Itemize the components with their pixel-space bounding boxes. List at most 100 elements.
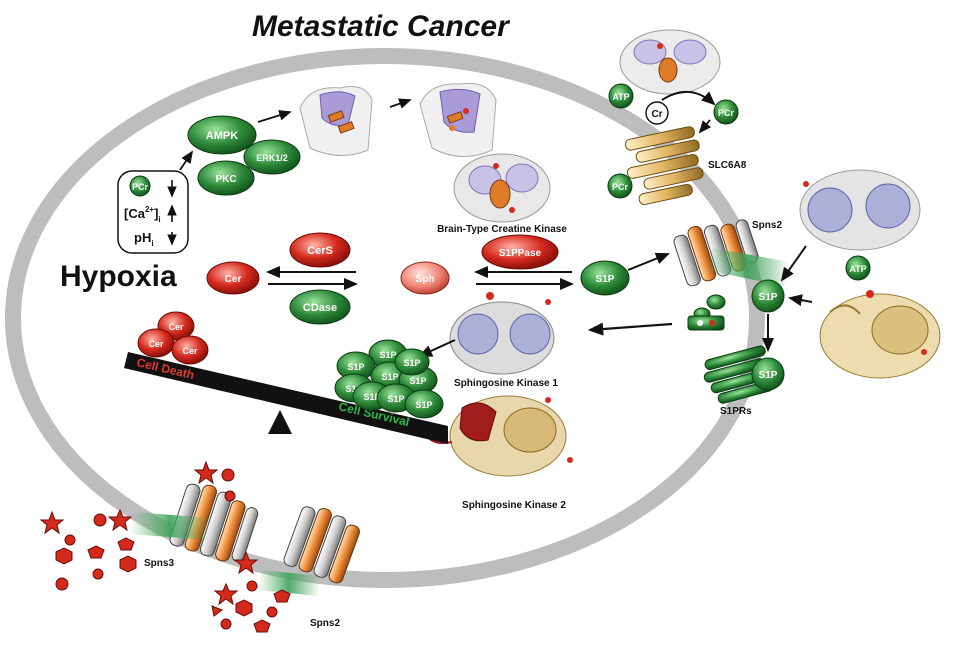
arrow-icon [780,245,807,282]
arrow-icon [389,98,412,109]
star-icon [39,510,65,535]
stress-pcr: PCr [132,182,149,192]
stress-calcium: [Ca2+]i [124,205,161,224]
cell-membrane [5,48,765,588]
cr-ball [645,101,669,125]
red-molecules-left [39,460,236,591]
cer-ball-label: Cer [148,339,164,349]
cer-ball-label: Cer [168,322,184,332]
spns2-bottom-label: Spns2 [310,618,340,629]
cer-ball-label: Cer [182,346,198,356]
s1p-ball-label: S1P [363,392,380,402]
s1p-ball-label: S1P [387,394,404,404]
atp-top-label: ATP [612,92,629,102]
cer-node [206,261,260,295]
hexagon-icon [55,547,73,565]
spns3-beam [130,512,210,540]
pcr-top-label: PCr [718,108,735,118]
arrow-icon [698,119,712,134]
pkc-node [197,160,255,196]
atp-ball-top [608,83,634,109]
atp-right-label: ATP [849,264,866,274]
arrow-icon [587,322,673,336]
erk-label: ERK1/2 [256,153,288,163]
s1prs-label: S1PRs [720,406,752,417]
pentagon-icon [273,589,291,603]
s1p-ball-label: S1P [379,350,396,360]
s1p-ball-label: S1P [347,362,364,372]
cers-node [289,232,351,268]
hexagon-icon [119,555,137,573]
pkc-label: PKC [215,174,236,185]
s1p-receptor-label: S1P [759,370,778,381]
sphk2-right-structure [819,290,941,379]
ckb-structure [453,153,551,223]
arrow-icon [627,252,670,271]
erk-node [243,139,301,175]
skull-icon [224,490,236,502]
s1p-ball-label: S1P [381,372,398,382]
ampk-structure-2 [419,82,497,158]
pentagon-icon [117,537,135,551]
arrow-icon [788,294,813,307]
s1p-node [580,260,630,296]
s1ppase-label: S1PPase [499,248,542,259]
s1p-middle-ball [751,279,785,313]
star-icon [213,582,239,606]
sphk1-label: Sphingosine Kinase 1 [454,378,558,389]
s1p-pile: S1P S1P S1P S1P S1P S1P S1P S1P S1P [334,339,444,419]
hexagon-icon [235,599,253,617]
spns2-bottom-transporter [283,506,360,584]
s1p-ball [404,389,444,419]
cer-ball [171,335,209,365]
sph-label: Sph [416,274,435,285]
s1p-ball-label: S1P [415,400,432,410]
balance-beam [124,352,448,444]
cer-pile: Cer Cer Cer [137,311,209,365]
sphk2-label: Sphingosine Kinase 2 [462,500,566,511]
skull-icon [93,513,107,527]
spns2-top-label: Spns2 [752,220,782,231]
sph-node [400,261,450,295]
signaling-cluster: AMPK ERK1/2 PKC [187,115,301,196]
s1p-ball [394,348,430,376]
cdase-node [289,289,351,325]
spns2-bottom-beam [258,570,320,596]
balance-fulcrum [268,410,292,434]
cer-label: Cer [225,274,242,285]
ampk-node [187,115,257,155]
sphk1-top-structure [799,169,921,251]
ampk-label: AMPK [206,130,238,142]
hypoxia-label: Hypoxia [60,260,177,293]
slc6a8-label: SLC6A8 [708,160,747,171]
cdase-label: CDase [303,302,337,314]
star-icon [233,550,259,575]
pentagon-icon [87,545,105,559]
ckb-top-structure [619,29,721,95]
triangle-icon [211,605,224,617]
s1p-ball-label: S1P [345,384,362,394]
arrow-icon [257,110,292,123]
slc6a8-transporter [625,126,704,206]
s1ppase-node [481,234,559,270]
pentagon-icon [253,619,271,633]
arrow-icon [418,339,456,357]
sphk1-structure [449,292,555,375]
pcr-ball-bottom [607,173,633,199]
star-icon [107,508,133,532]
pcr-ball-top [713,99,739,125]
s1p-ball-label: S1P [403,358,420,368]
ampk-structure-1 [299,86,373,156]
ckb-label: Brain-Type Creatine Kinase [437,224,567,235]
skull-icon [221,468,235,482]
s1p-label: S1P [596,274,615,285]
sphk2-structure [425,395,573,477]
spns3-label: Spns3 [144,558,174,569]
pcr-bottom-label: PCr [612,182,629,192]
stress-box: PCr [Ca2+]i pHi [117,170,189,254]
cr-label: Cr [651,109,662,120]
g-protein-items [687,294,726,331]
s1p-ball-label: S1P [409,376,426,386]
star-icon [193,460,219,485]
stress-ph: pHi [134,230,154,248]
